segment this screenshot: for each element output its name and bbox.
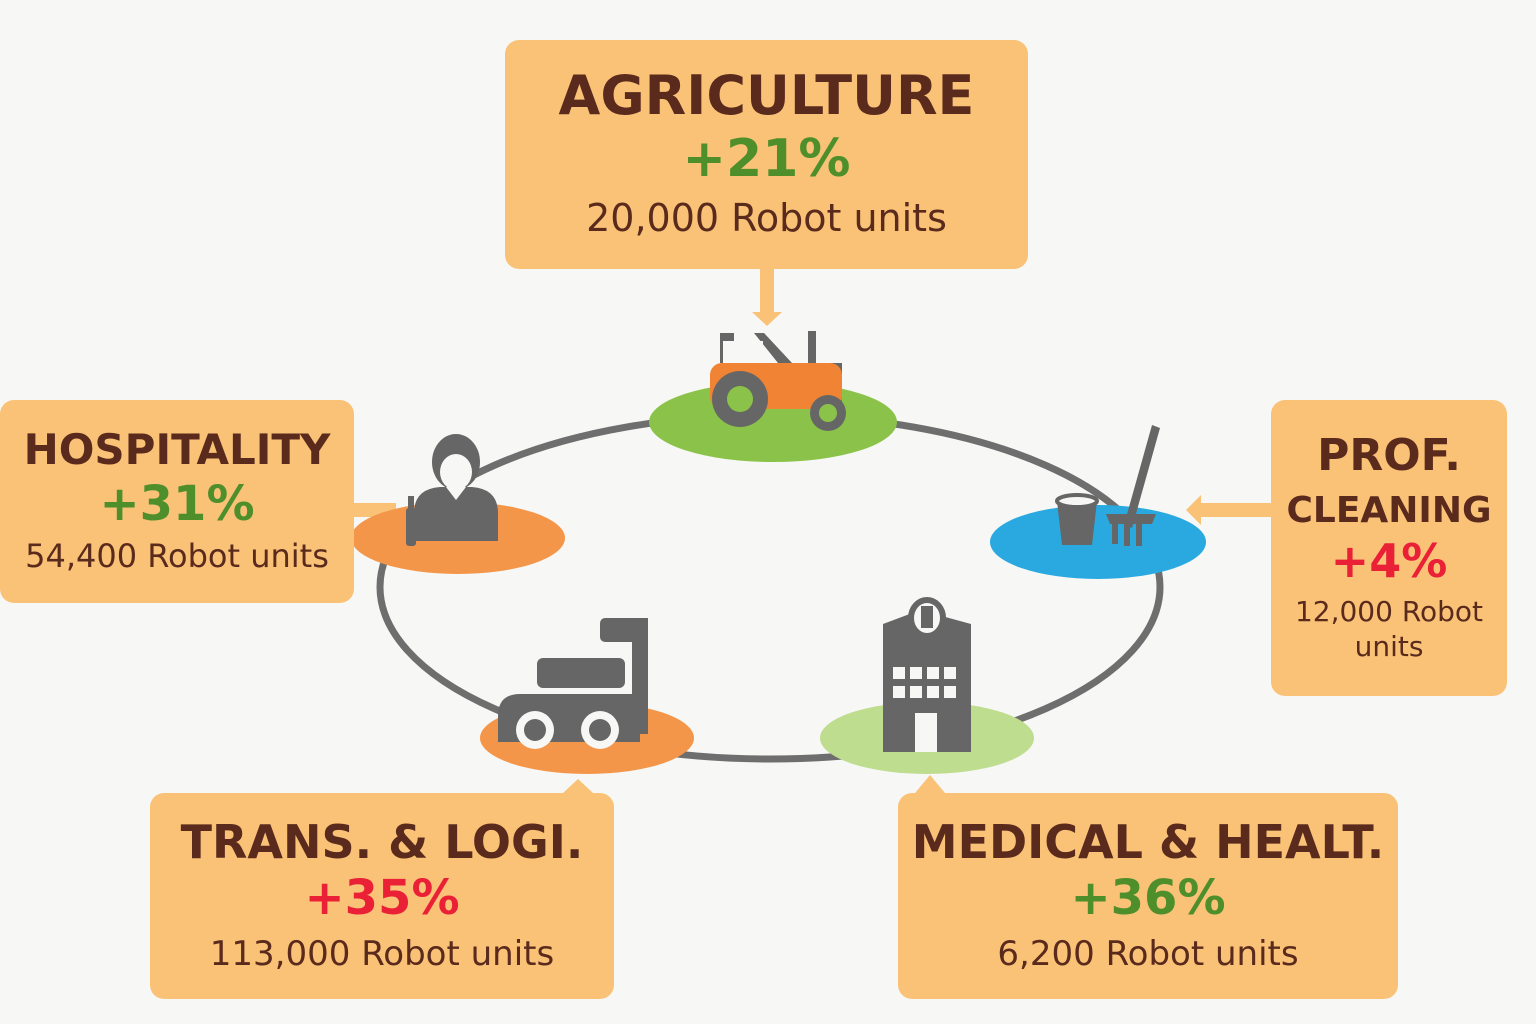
cycle-ring: [376, 411, 1164, 763]
cleaning-subtitle: CLEANING: [1286, 490, 1492, 532]
agriculture-growth: +21%: [682, 128, 851, 189]
cart-icon: [498, 618, 648, 749]
transport-units: 113,000 Robot units: [209, 933, 555, 974]
node-medical: [820, 597, 1034, 774]
card-transport: TRANS. & LOGI. +35% 113,000 Robot units: [150, 793, 614, 999]
node-transport: [480, 618, 694, 774]
node-hospitality: [351, 434, 565, 574]
arrow-medical: [915, 775, 945, 793]
medical-units: 6,200 Robot units: [997, 933, 1299, 974]
node-agriculture: [649, 331, 897, 462]
arrow-cleaning: [1186, 495, 1201, 525]
hospitality-growth: +31%: [99, 476, 255, 532]
medical-growth: +36%: [1070, 870, 1226, 927]
bucket-mop-icon: [1055, 425, 1160, 546]
cleaning-title: PROF.: [1317, 429, 1461, 481]
transport-growth: +35%: [304, 870, 460, 927]
cleaning-platform: [990, 505, 1206, 579]
card-cleaning: PROF. CLEANING +4% 12,000 Robot units: [1271, 400, 1507, 696]
hospitality-units: 54,400 Robot units: [25, 537, 329, 576]
card-hospitality: HOSPITALITY +31% 54,400 Robot units: [0, 400, 354, 603]
waiter-icon: [406, 434, 498, 546]
connector-agriculture: [760, 269, 774, 313]
medical-title: MEDICAL & HEALT.: [911, 814, 1385, 869]
cleaning-growth: +4%: [1330, 534, 1448, 589]
agriculture-units: 20,000 Robot units: [586, 196, 947, 241]
node-cleaning: [990, 425, 1206, 579]
hospital-icon: [883, 597, 971, 752]
cleaning-units: 12,000 Robot units: [1294, 595, 1484, 664]
hospitality-title: HOSPITALITY: [23, 424, 331, 474]
card-agriculture: AGRICULTURE +21% 20,000 Robot units: [505, 40, 1028, 269]
transport-title: TRANS. & LOGI.: [180, 814, 584, 869]
tractor-icon: [710, 331, 846, 431]
connector-cleaning: [1200, 503, 1271, 517]
arrow-agriculture: [752, 312, 782, 326]
card-medical: MEDICAL & HEALT. +36% 6,200 Robot units: [898, 793, 1398, 999]
agriculture-title: AGRICULTURE: [558, 64, 975, 128]
arrow-transport: [563, 779, 593, 793]
